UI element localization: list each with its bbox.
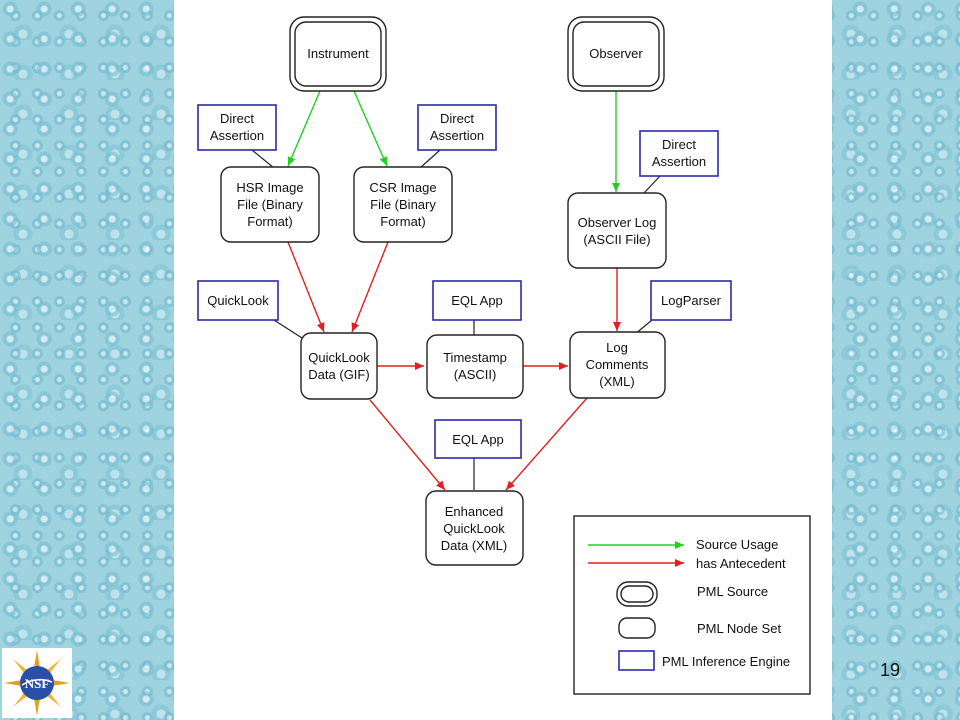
edge-direct-assertion-hsr [251, 149, 275, 169]
log-comments-line1: Log [606, 340, 628, 355]
slide-content: Instrument Observer Direct Assertion Dir… [174, 0, 832, 720]
quicklook-engine-label: QuickLook [207, 293, 269, 308]
direct-assertion-1-line1: Direct [220, 111, 254, 126]
csr-image-line3: Format) [380, 214, 426, 229]
eql-app-1-label: EQL App [451, 293, 503, 308]
direct-assertion-2-line2: Assertion [430, 128, 484, 143]
direct-assertion-1-line2: Assertion [210, 128, 264, 143]
observer-log-node[interactable]: Observer Log (ASCII File) [567, 192, 667, 269]
quicklook-data-node[interactable]: QuickLook Data (GIF) [300, 332, 378, 400]
observer-log-line2: (ASCII File) [583, 232, 650, 247]
edge-direct-assertion-observer-log [643, 175, 661, 194]
edge-quicklook-engine [273, 319, 303, 339]
eql-app-2-label: EQL App [452, 432, 504, 447]
nsf-logo-globe [20, 666, 54, 700]
legend-pml-source-swatch-inner [620, 585, 654, 603]
csr-image-line2: File (Binary [370, 197, 436, 212]
enhanced-quicklook-line3: Data (XML) [441, 538, 507, 553]
observer-label: Observer [589, 46, 643, 61]
edge-csr-quicklook [351, 241, 389, 333]
timestamp-line2: (ASCII) [454, 367, 497, 382]
enhanced-quicklook-line2: QuickLook [443, 521, 505, 536]
log-comments-line2: Comments [586, 357, 649, 372]
edge-direct-assertion-csr [419, 149, 441, 169]
legend: Source Usage has Antecedent PML Source P… [573, 515, 811, 695]
direct-assertion-engine-3[interactable]: Direct Assertion [639, 130, 719, 177]
edge-instrument-csr [353, 90, 388, 167]
legend-pml-node-set-label: PML Node Set [697, 621, 781, 636]
legend-source-usage-label: Source Usage [696, 537, 778, 552]
instrument-source[interactable]: Instrument [289, 16, 387, 92]
direct-assertion-engine-2[interactable]: Direct Assertion [417, 104, 497, 151]
direct-assertion-2-line1: Direct [440, 111, 474, 126]
edge-hsr-quicklook [287, 241, 325, 333]
observer-source[interactable]: Observer [567, 16, 665, 92]
timestamp-node[interactable]: Timestamp (ASCII) [426, 334, 524, 399]
timestamp-line1: Timestamp [443, 350, 507, 365]
edge-log-comments-enhanced [505, 397, 588, 491]
log-comments-line3: (XML) [599, 374, 634, 389]
eql-app-engine-1[interactable]: EQL App [432, 280, 522, 321]
legend-pml-node-set-swatch [618, 617, 656, 639]
quicklook-data-line2: Data (GIF) [308, 367, 369, 382]
direct-assertion-engine-1[interactable]: Direct Assertion [197, 104, 277, 151]
direct-assertion-3-line1: Direct [662, 137, 696, 152]
logparser-label: LogParser [661, 293, 722, 308]
hsr-image-node[interactable]: HSR Image File (Binary Format) [220, 166, 320, 243]
nsf-logo: NSF [2, 648, 72, 718]
legend-pml-inference-engine-swatch [618, 650, 655, 671]
logparser-engine[interactable]: LogParser [650, 280, 732, 321]
nsf-logo-text: NSF [25, 676, 50, 691]
legend-has-antecedent-label: has Antecedent [696, 556, 786, 571]
quicklook-data-line1: QuickLook [308, 350, 370, 365]
page-number: 19 [880, 660, 901, 680]
csr-image-node[interactable]: CSR Image File (Binary Format) [353, 166, 453, 243]
provenance-diagram: Instrument Observer Direct Assertion Dir… [197, 16, 811, 695]
edge-instrument-hsr [287, 90, 321, 167]
observer-log-line1: Observer Log [578, 215, 657, 230]
quicklook-engine[interactable]: QuickLook [197, 280, 279, 321]
hsr-image-line2: File (Binary [237, 197, 303, 212]
edge-quicklook-enhanced [369, 399, 446, 491]
legend-pml-inference-engine-label: PML Inference Engine [662, 654, 790, 669]
direct-assertion-3-line2: Assertion [652, 154, 706, 169]
legend-pml-source-label: PML Source [697, 584, 768, 599]
eql-app-engine-2[interactable]: EQL App [434, 419, 522, 459]
hsr-image-line1: HSR Image [236, 180, 303, 195]
enhanced-quicklook-line1: Enhanced [445, 504, 504, 519]
log-comments-node[interactable]: Log Comments (XML) [569, 331, 666, 399]
csr-image-line1: CSR Image [369, 180, 436, 195]
hsr-image-line3: Format) [247, 214, 293, 229]
instrument-label: Instrument [307, 46, 369, 61]
enhanced-quicklook-node[interactable]: Enhanced QuickLook Data (XML) [425, 490, 524, 566]
